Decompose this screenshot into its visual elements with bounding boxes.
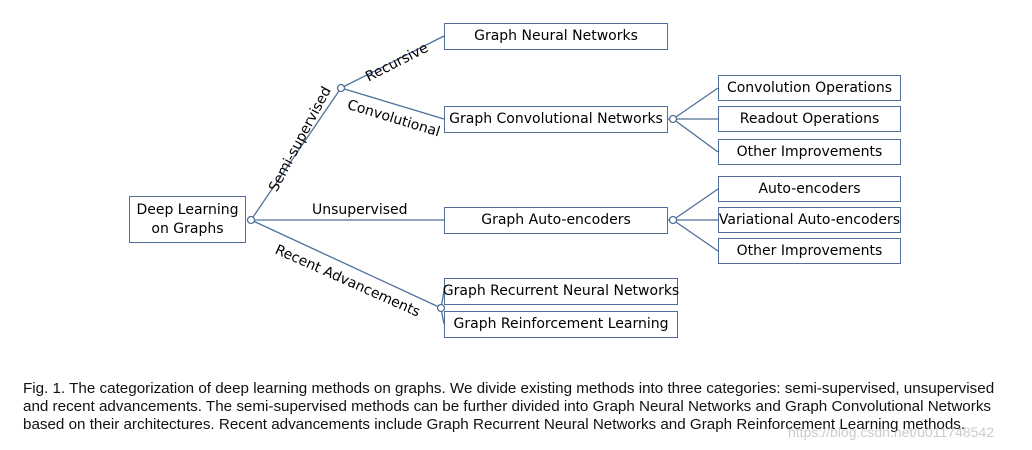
node-variational-auto-encoders: Variational Auto-encoders xyxy=(718,207,901,233)
edge-gae-other xyxy=(672,219,719,252)
connector-lines xyxy=(246,35,719,325)
node-graph-recurrent-neural-networks: Graph Recurrent Neural Networks xyxy=(443,278,679,305)
edge-root-recent xyxy=(250,219,442,309)
edge-semi-convolutional xyxy=(340,87,445,120)
node-readout-operations: Readout Operations xyxy=(718,106,901,132)
node-convolution-operations: Convolution Operations xyxy=(718,75,901,101)
figure-caption: Fig. 1. The categorization of deep learn… xyxy=(23,380,995,433)
label-unsupervised: Unsupervised xyxy=(312,202,408,218)
node-gcn-other-improvements: Other Improvements xyxy=(718,139,901,165)
node-graph-neural-networks: Graph Neural Networks xyxy=(444,23,668,50)
edge-gcn-conv xyxy=(672,87,719,120)
node-deep-learning-on-graphs: Deep Learning on Graphs xyxy=(129,196,246,243)
edge-gcn-other xyxy=(672,118,719,153)
node-gae-other-improvements: Other Improvements xyxy=(718,238,901,264)
node-auto-encoders: Auto-encoders xyxy=(718,176,901,202)
node-graph-convolutional-networks: Graph Convolutional Networks xyxy=(444,106,668,133)
edge-semi-recursive xyxy=(340,35,445,89)
edge-gae-ae xyxy=(672,188,719,221)
junction-gcn xyxy=(668,114,678,124)
junction-gae xyxy=(668,215,678,225)
junction-semi xyxy=(336,83,346,93)
junction-recent xyxy=(436,303,446,313)
junction-root xyxy=(246,215,256,225)
node-graph-reinforcement-learning: Graph Reinforcement Learning xyxy=(444,311,678,338)
node-graph-auto-encoders: Graph Auto-encoders xyxy=(444,207,668,234)
edge-root-semi xyxy=(250,87,342,221)
watermark: https://blog.csdn.net/u011748542 xyxy=(788,424,995,440)
